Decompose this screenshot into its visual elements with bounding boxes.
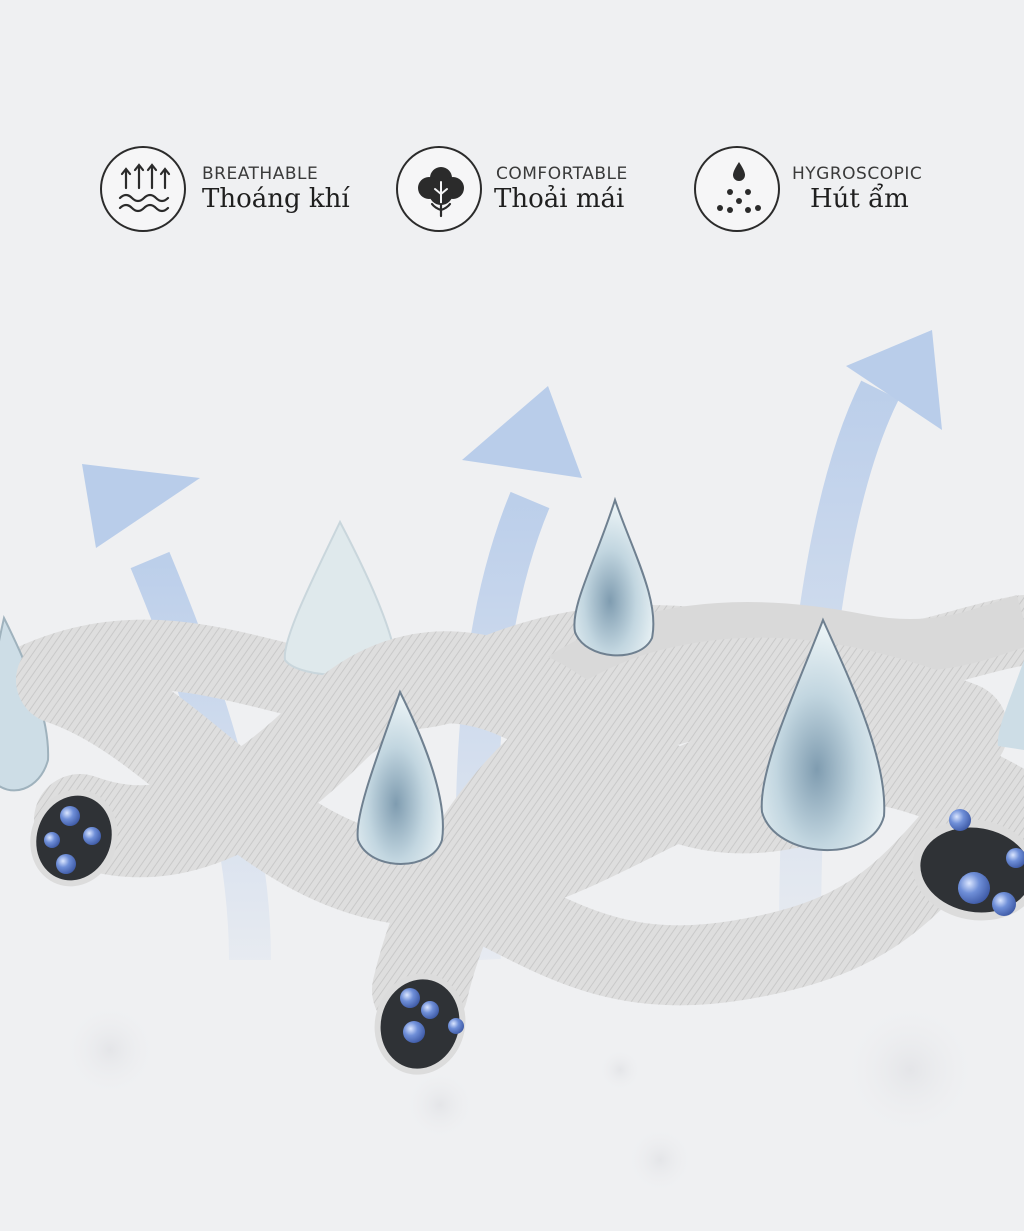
- cotton-icon: [396, 146, 482, 232]
- droplets-icon: [694, 146, 780, 232]
- comfortable-label-en: COMFORTABLE: [496, 164, 628, 184]
- hygroscopic-badge: HYGROSCOPIC Hút ẩm: [694, 146, 934, 234]
- comfortable-label-vi: Thoải mái: [494, 184, 625, 214]
- comfortable-badge: COMFORTABLE Thoải mái: [396, 146, 636, 234]
- water-droplets-front: [356, 617, 1024, 865]
- breathable-label-vi: Thoáng khí: [202, 184, 350, 214]
- breathable-label-en: BREATHABLE: [202, 164, 319, 184]
- fiber-end-right: [912, 809, 1024, 921]
- hygroscopic-label-en: HYGROSCOPIC: [792, 164, 923, 184]
- hygroscopic-label-vi: Hút ẩm: [810, 184, 909, 214]
- breathable-badge: BREATHABLE Thoáng khí: [100, 146, 360, 234]
- fiber-end-left: [30, 789, 118, 887]
- fiber-illustration: [0, 330, 1024, 1194]
- fiber-end-center: [374, 973, 466, 1075]
- breathable-icon: [100, 146, 186, 232]
- fibers-front: [16, 631, 1024, 1038]
- background-spheres: [62, 1000, 980, 1194]
- feature-badges: BREATHABLE Thoáng khí: [0, 0, 1024, 260]
